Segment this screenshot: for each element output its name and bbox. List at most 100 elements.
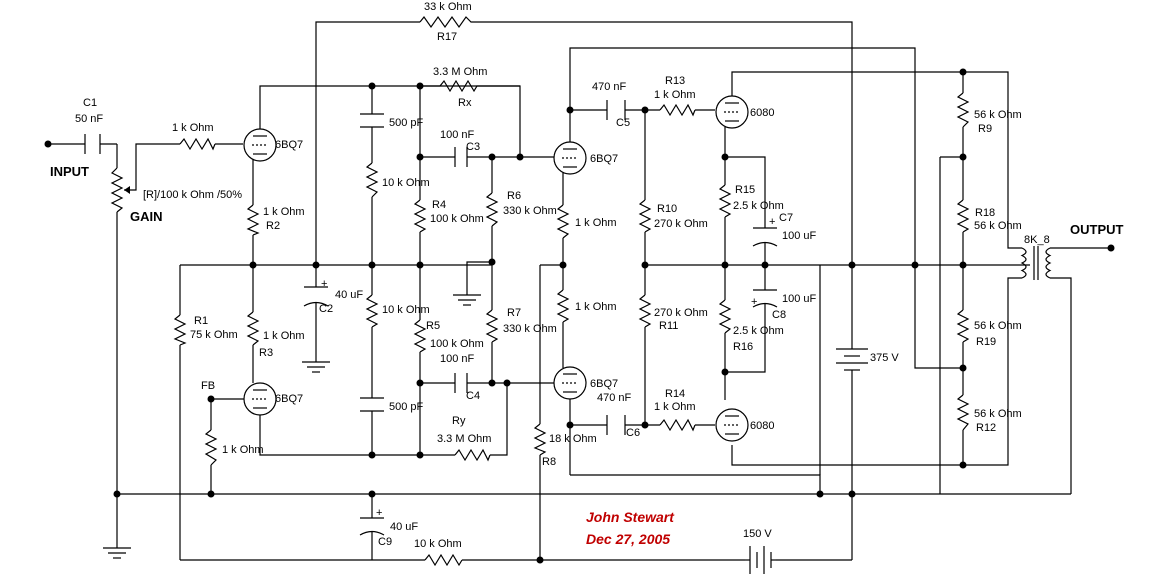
r15-symbol	[718, 184, 732, 218]
r7-name: R7	[507, 307, 521, 319]
r8-value: 18 k Ohm	[549, 433, 597, 445]
v4-tube-label: 6BQ7	[590, 378, 618, 390]
c8-name: C8	[772, 309, 786, 321]
ry-name: Ry	[452, 415, 466, 427]
r11-symbol	[638, 294, 652, 328]
c4-name: C4	[466, 390, 480, 402]
c6-value: 470 nF	[597, 392, 632, 404]
r16-name: R16	[733, 341, 753, 353]
r18-symbol	[956, 199, 970, 233]
r11-value: 270 k Ohm	[654, 307, 708, 319]
signature-author: John Stewart	[586, 509, 675, 525]
r19-value: 56 k Ohm	[974, 320, 1022, 332]
r10-value: 270 k Ohm	[654, 218, 708, 230]
c8-value: 100 uF	[782, 293, 817, 305]
r14-symbol	[659, 418, 696, 432]
rx-symbol	[420, 79, 520, 93]
rin-value: 1 k Ohm	[172, 122, 214, 134]
r17-name: R17	[437, 31, 457, 43]
r10-symbol	[638, 199, 652, 233]
c3-name: C3	[466, 141, 480, 153]
r16-value: 2.5 k Ohm	[733, 325, 784, 337]
svg-text:+: +	[321, 278, 327, 290]
rv3k-value: 1 k Ohm	[575, 217, 617, 229]
tube-v3	[553, 141, 587, 175]
r12-value: 56 k Ohm	[974, 408, 1022, 420]
ctop-value: 500 pF	[389, 117, 424, 129]
rdivbot-value: 10 k Ohm	[382, 304, 430, 316]
ry-value: 3.3 M Ohm	[437, 433, 491, 445]
r15-name: R15	[735, 184, 755, 196]
gain-label: GAIN	[130, 209, 163, 224]
rv4k-symbol	[556, 289, 570, 323]
batteries	[745, 345, 868, 574]
svg-text:+: +	[376, 507, 382, 519]
r14-name: R14	[665, 388, 685, 400]
junction-dots	[44, 68, 1115, 564]
r3-value: 1 k Ohm	[263, 330, 305, 342]
r6-value: 330 k Ohm	[503, 205, 557, 217]
labels: INPUT OUTPUT GAIN FB [R]/100 k Ohm /50% …	[50, 1, 1124, 550]
r3-name: R3	[259, 347, 273, 359]
rbot-value: 10 k Ohm	[414, 538, 462, 550]
r13-value: 1 k Ohm	[654, 89, 696, 101]
r3-symbol	[246, 311, 260, 346]
r4-symbol	[413, 199, 427, 233]
r2-value: 1 k Ohm	[263, 206, 305, 218]
r9-symbol	[956, 92, 970, 128]
r6-name: R6	[507, 190, 521, 202]
r17-value: 33 k Ohm	[424, 1, 472, 13]
tube-v1	[243, 128, 277, 162]
c1-name: C1	[83, 97, 97, 109]
rbot-symbol	[424, 553, 463, 567]
r18-name: R18	[975, 207, 995, 219]
r13-symbol	[659, 103, 696, 117]
c4-value: 100 nF	[440, 353, 475, 365]
tube-v4	[553, 366, 587, 400]
rx-name: Rx	[458, 97, 472, 109]
r2-symbol	[246, 204, 260, 236]
v2-tube-label: 6BQ7	[275, 393, 303, 405]
r5-symbol	[413, 319, 427, 353]
svg-text:+: +	[751, 296, 757, 308]
r12-name: R12	[976, 422, 996, 434]
rfb-value: 1 k Ohm	[222, 444, 264, 456]
v1-tube-label: 6BQ7	[275, 139, 303, 151]
c5-value: 470 nF	[592, 81, 627, 93]
r6-symbol	[485, 192, 499, 227]
ry-symbol	[454, 448, 491, 462]
b375-value: 375 V	[870, 352, 899, 364]
wires	[48, 21, 1111, 561]
r7-value: 330 k Ohm	[503, 323, 557, 335]
fb-label: FB	[201, 380, 215, 392]
r8-name: R8	[542, 456, 556, 468]
tube-out-bot	[715, 408, 749, 442]
rx-value: 3.3 M Ohm	[433, 66, 487, 78]
resistors	[110, 15, 970, 567]
rfb-symbol	[204, 429, 218, 466]
c2-name: C2	[319, 303, 333, 315]
output-transformer	[1020, 246, 1052, 280]
capacitors: + + + +	[84, 100, 778, 536]
r9-name: R9	[978, 123, 992, 135]
xfmr-name: 8K_8	[1024, 234, 1050, 246]
r5-value: 100 k Ohm	[430, 338, 484, 350]
c2-value: 40 uF	[335, 289, 363, 301]
pot-symbol	[110, 167, 124, 213]
r4-name: R4	[432, 199, 446, 211]
r13-name: R13	[665, 75, 685, 87]
tube-v2	[243, 382, 277, 416]
output-label: OUTPUT	[1070, 222, 1124, 237]
pot-label: [R]/100 k Ohm /50%	[143, 189, 242, 201]
r1-value: 75 k Ohm	[190, 329, 238, 341]
r16-symbol	[718, 299, 732, 334]
rv3k-symbol	[556, 204, 570, 239]
rv4k-value: 1 k Ohm	[575, 301, 617, 313]
c1-value: 50 nF	[75, 113, 103, 125]
r14-value: 1 k Ohm	[654, 401, 696, 413]
c9-value: 40 uF	[390, 521, 418, 533]
c7-name: C7	[779, 212, 793, 224]
signature-date: Dec 27, 2005	[586, 531, 670, 547]
r7-symbol	[485, 309, 499, 343]
